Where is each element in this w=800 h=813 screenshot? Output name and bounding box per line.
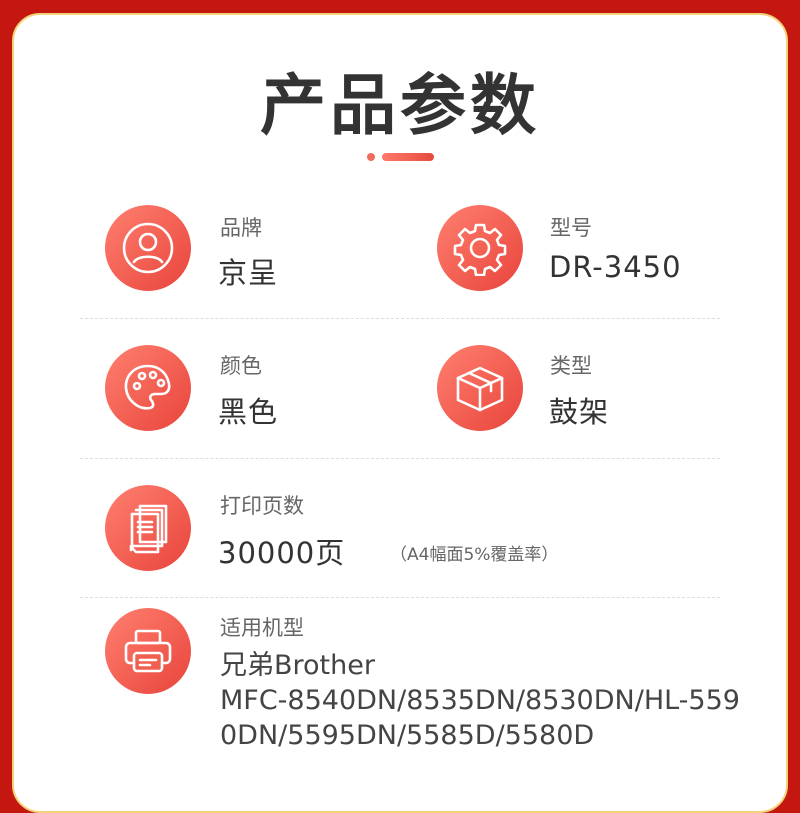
models-line: 0DN/5595DN/5585D/5580D bbox=[220, 720, 595, 751]
pages-label: 打印页数 bbox=[220, 494, 304, 518]
gear-icon bbox=[437, 205, 523, 291]
color-label: 颜色 bbox=[220, 354, 262, 378]
pages-note: （A4幅面5%覆盖率） bbox=[390, 545, 559, 565]
title-decoration-bar bbox=[382, 153, 434, 161]
pages-value: 30000页 bbox=[218, 536, 346, 570]
palette-icon bbox=[105, 345, 191, 431]
color-value: 黑色 bbox=[218, 395, 279, 429]
divider bbox=[80, 318, 720, 319]
divider bbox=[80, 458, 720, 459]
type-value: 鼓架 bbox=[549, 395, 610, 429]
model-label: 型号 bbox=[550, 216, 592, 240]
box-icon bbox=[437, 345, 523, 431]
printer-icon bbox=[105, 608, 191, 694]
type-label: 类型 bbox=[550, 354, 592, 378]
user-icon bbox=[105, 205, 191, 291]
models-line: 兄弟Brother bbox=[220, 650, 375, 681]
model-value: DR-3450 bbox=[549, 250, 682, 284]
compatible-models: 兄弟Brother MFC-8540DN/8535DN/8530DN/HL-55… bbox=[220, 648, 760, 753]
page-title: 产品参数 bbox=[260, 67, 540, 144]
compatible-label: 适用机型 bbox=[220, 616, 304, 640]
title-decoration-dot bbox=[367, 153, 375, 161]
divider bbox=[80, 597, 720, 598]
brand-value: 京呈 bbox=[218, 256, 279, 290]
models-line: MFC-8540DN/8535DN/8530DN/HL-559 bbox=[220, 685, 740, 716]
pages-icon bbox=[105, 485, 191, 571]
brand-label: 品牌 bbox=[220, 216, 262, 240]
